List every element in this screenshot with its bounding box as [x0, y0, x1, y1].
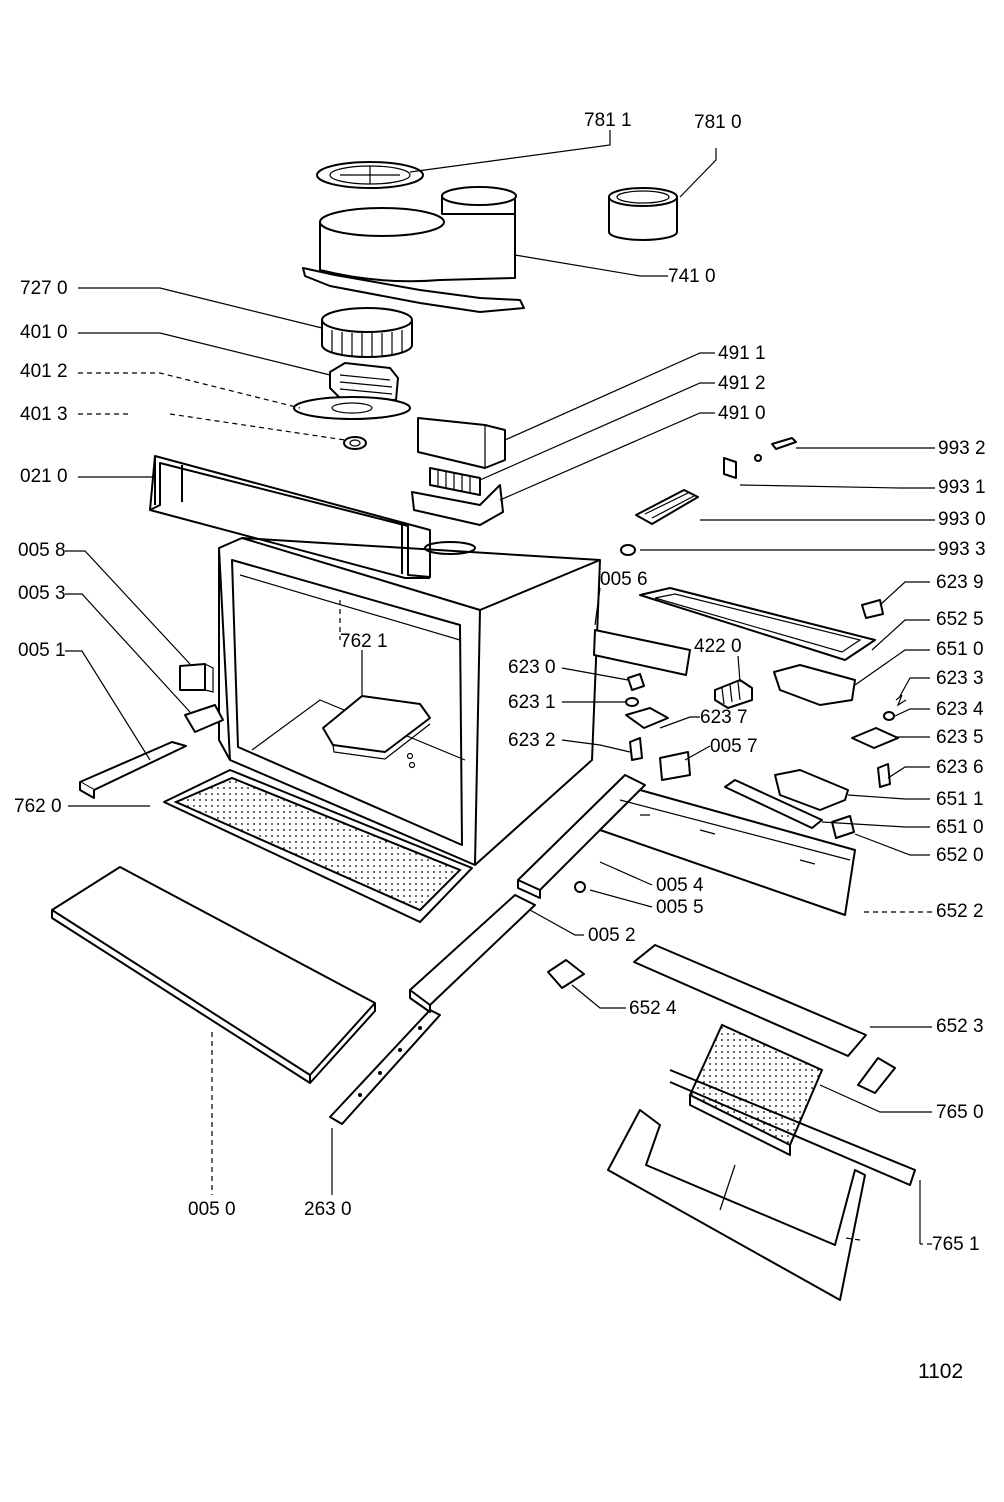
part-993-2-screw [754, 437, 797, 462]
label-623-2: 623 2 [508, 730, 556, 751]
label-491-2: 491 2 [718, 373, 766, 394]
part-005-6-strip [593, 629, 691, 676]
part-652-2-channel [599, 789, 856, 916]
label-021-0: 021 0 [20, 466, 68, 487]
part-005-8-clip [179, 663, 214, 693]
part-993-3-nut [620, 544, 636, 556]
part-401-2-motor-plate [293, 396, 411, 420]
label-765-0: 765 0 [936, 1102, 984, 1123]
part-652-3-clip [857, 1057, 896, 1094]
part-005-4-channel [517, 774, 646, 899]
part-401-0-motor [329, 362, 399, 401]
label-005-1: 005 1 [18, 640, 66, 661]
part-005-0-front-panel [51, 866, 376, 1084]
label-623-9: 623 9 [936, 572, 984, 593]
label-623-5: 623 5 [936, 727, 984, 748]
label-781-0: 781 0 [694, 112, 742, 133]
label-727-0: 727 0 [20, 278, 68, 299]
label-422-0: 422 0 [694, 636, 742, 657]
cabinet-body [218, 537, 601, 866]
label-623-1: 623 1 [508, 692, 556, 713]
part-005-3-rail [184, 704, 224, 733]
part-651-0-cover [773, 664, 856, 706]
label-263-0: 263 0 [304, 1199, 352, 1220]
part-727-0-fan-wheel [321, 307, 413, 358]
part-005-1-rail [79, 741, 187, 799]
label-623-4: 623 4 [936, 699, 984, 720]
label-651-1: 651 1 [936, 789, 984, 810]
part-651-1-tray [774, 769, 849, 811]
part-005-7-clip [659, 751, 691, 781]
part-623-6-bracket [877, 763, 891, 788]
part-021-0-front-frame [149, 455, 431, 579]
part-652-4-plate [547, 959, 585, 989]
part-005-5-knob [574, 881, 586, 893]
label-652-2: 652 2 [936, 901, 984, 922]
part-401-3-ring [343, 436, 367, 450]
part-623-4-washer [883, 711, 895, 721]
label-623-7: 623 7 [700, 707, 748, 728]
part-623-0-cap [627, 673, 645, 691]
part-741-0-blower-housing [302, 186, 525, 313]
label-005-5: 005 5 [656, 897, 704, 918]
part-762-1-tray [322, 695, 431, 769]
label-401-3: 401 3 [20, 404, 68, 425]
part-993-1-clip [723, 457, 737, 479]
part-623-9-clip [861, 599, 884, 619]
part-652-5-frame [639, 587, 876, 661]
part-652-0-cap [831, 815, 855, 839]
label-652-3: 652 3 [936, 1016, 984, 1037]
label-651-0-lower: 651 0 [936, 817, 984, 838]
part-781-0-collar [608, 187, 678, 241]
label-005-3: 005 3 [18, 583, 66, 604]
part-765-0-filter [688, 1023, 824, 1156]
label-762-0: 762 0 [14, 796, 62, 817]
label-401-0: 401 0 [20, 322, 68, 343]
label-781-1: 781 1 [584, 110, 632, 131]
part-652-3-glass [633, 944, 867, 1057]
label-005-8: 005 8 [18, 540, 66, 561]
label-623-6: 623 6 [936, 757, 984, 778]
part-491-2-terminal [429, 467, 481, 496]
label-401-2: 401 2 [20, 361, 68, 382]
label-005-6: 005 6 [600, 569, 648, 590]
label-993-0: 993 0 [938, 509, 986, 530]
label-652-0: 652 0 [936, 845, 984, 866]
label-993-1: 993 1 [938, 477, 986, 498]
part-623-7-lens [625, 707, 669, 729]
part-005-2-channel [409, 894, 536, 1013]
label-651-0-upper: 651 0 [936, 639, 984, 660]
leader-lines [65, 130, 935, 1245]
part-623-2-bracket [629, 737, 643, 761]
label-762-1: 762 1 [340, 631, 388, 652]
part-762-0-filter-panel [163, 769, 473, 923]
part-765-1-tray [607, 1069, 916, 1301]
part-651-0-tube [724, 779, 823, 829]
part-623-3-spring [895, 694, 907, 707]
part-623-1-washer [625, 697, 639, 707]
label-005-4: 005 4 [656, 875, 704, 896]
label-741-0: 741 0 [668, 266, 716, 287]
label-491-0: 491 0 [718, 403, 766, 424]
label-652-5: 652 5 [936, 609, 984, 630]
label-623-0: 623 0 [508, 657, 556, 678]
label-993-2: 993 2 [938, 438, 986, 459]
part-491-0-bracket [411, 484, 504, 526]
label-005-0: 005 0 [188, 1199, 236, 1220]
label-765-1: 765 1 [932, 1234, 980, 1255]
part-781-1-grille [316, 161, 424, 189]
label-491-1: 491 1 [718, 343, 766, 364]
part-623-5-lens [851, 727, 899, 749]
label-652-4: 652 4 [629, 998, 677, 1019]
part-491-1-box [417, 417, 506, 469]
label-005-2: 005 2 [588, 925, 636, 946]
part-422-0-switch-block [714, 679, 753, 709]
part-993-0-lamp-holder [635, 489, 699, 525]
label-623-3: 623 3 [936, 668, 984, 689]
part-263-0-slide-rail [329, 1009, 441, 1125]
label-005-7: 005 7 [710, 736, 758, 757]
page-number: 1102 [918, 1360, 964, 1383]
label-993-3: 993 3 [938, 539, 986, 560]
